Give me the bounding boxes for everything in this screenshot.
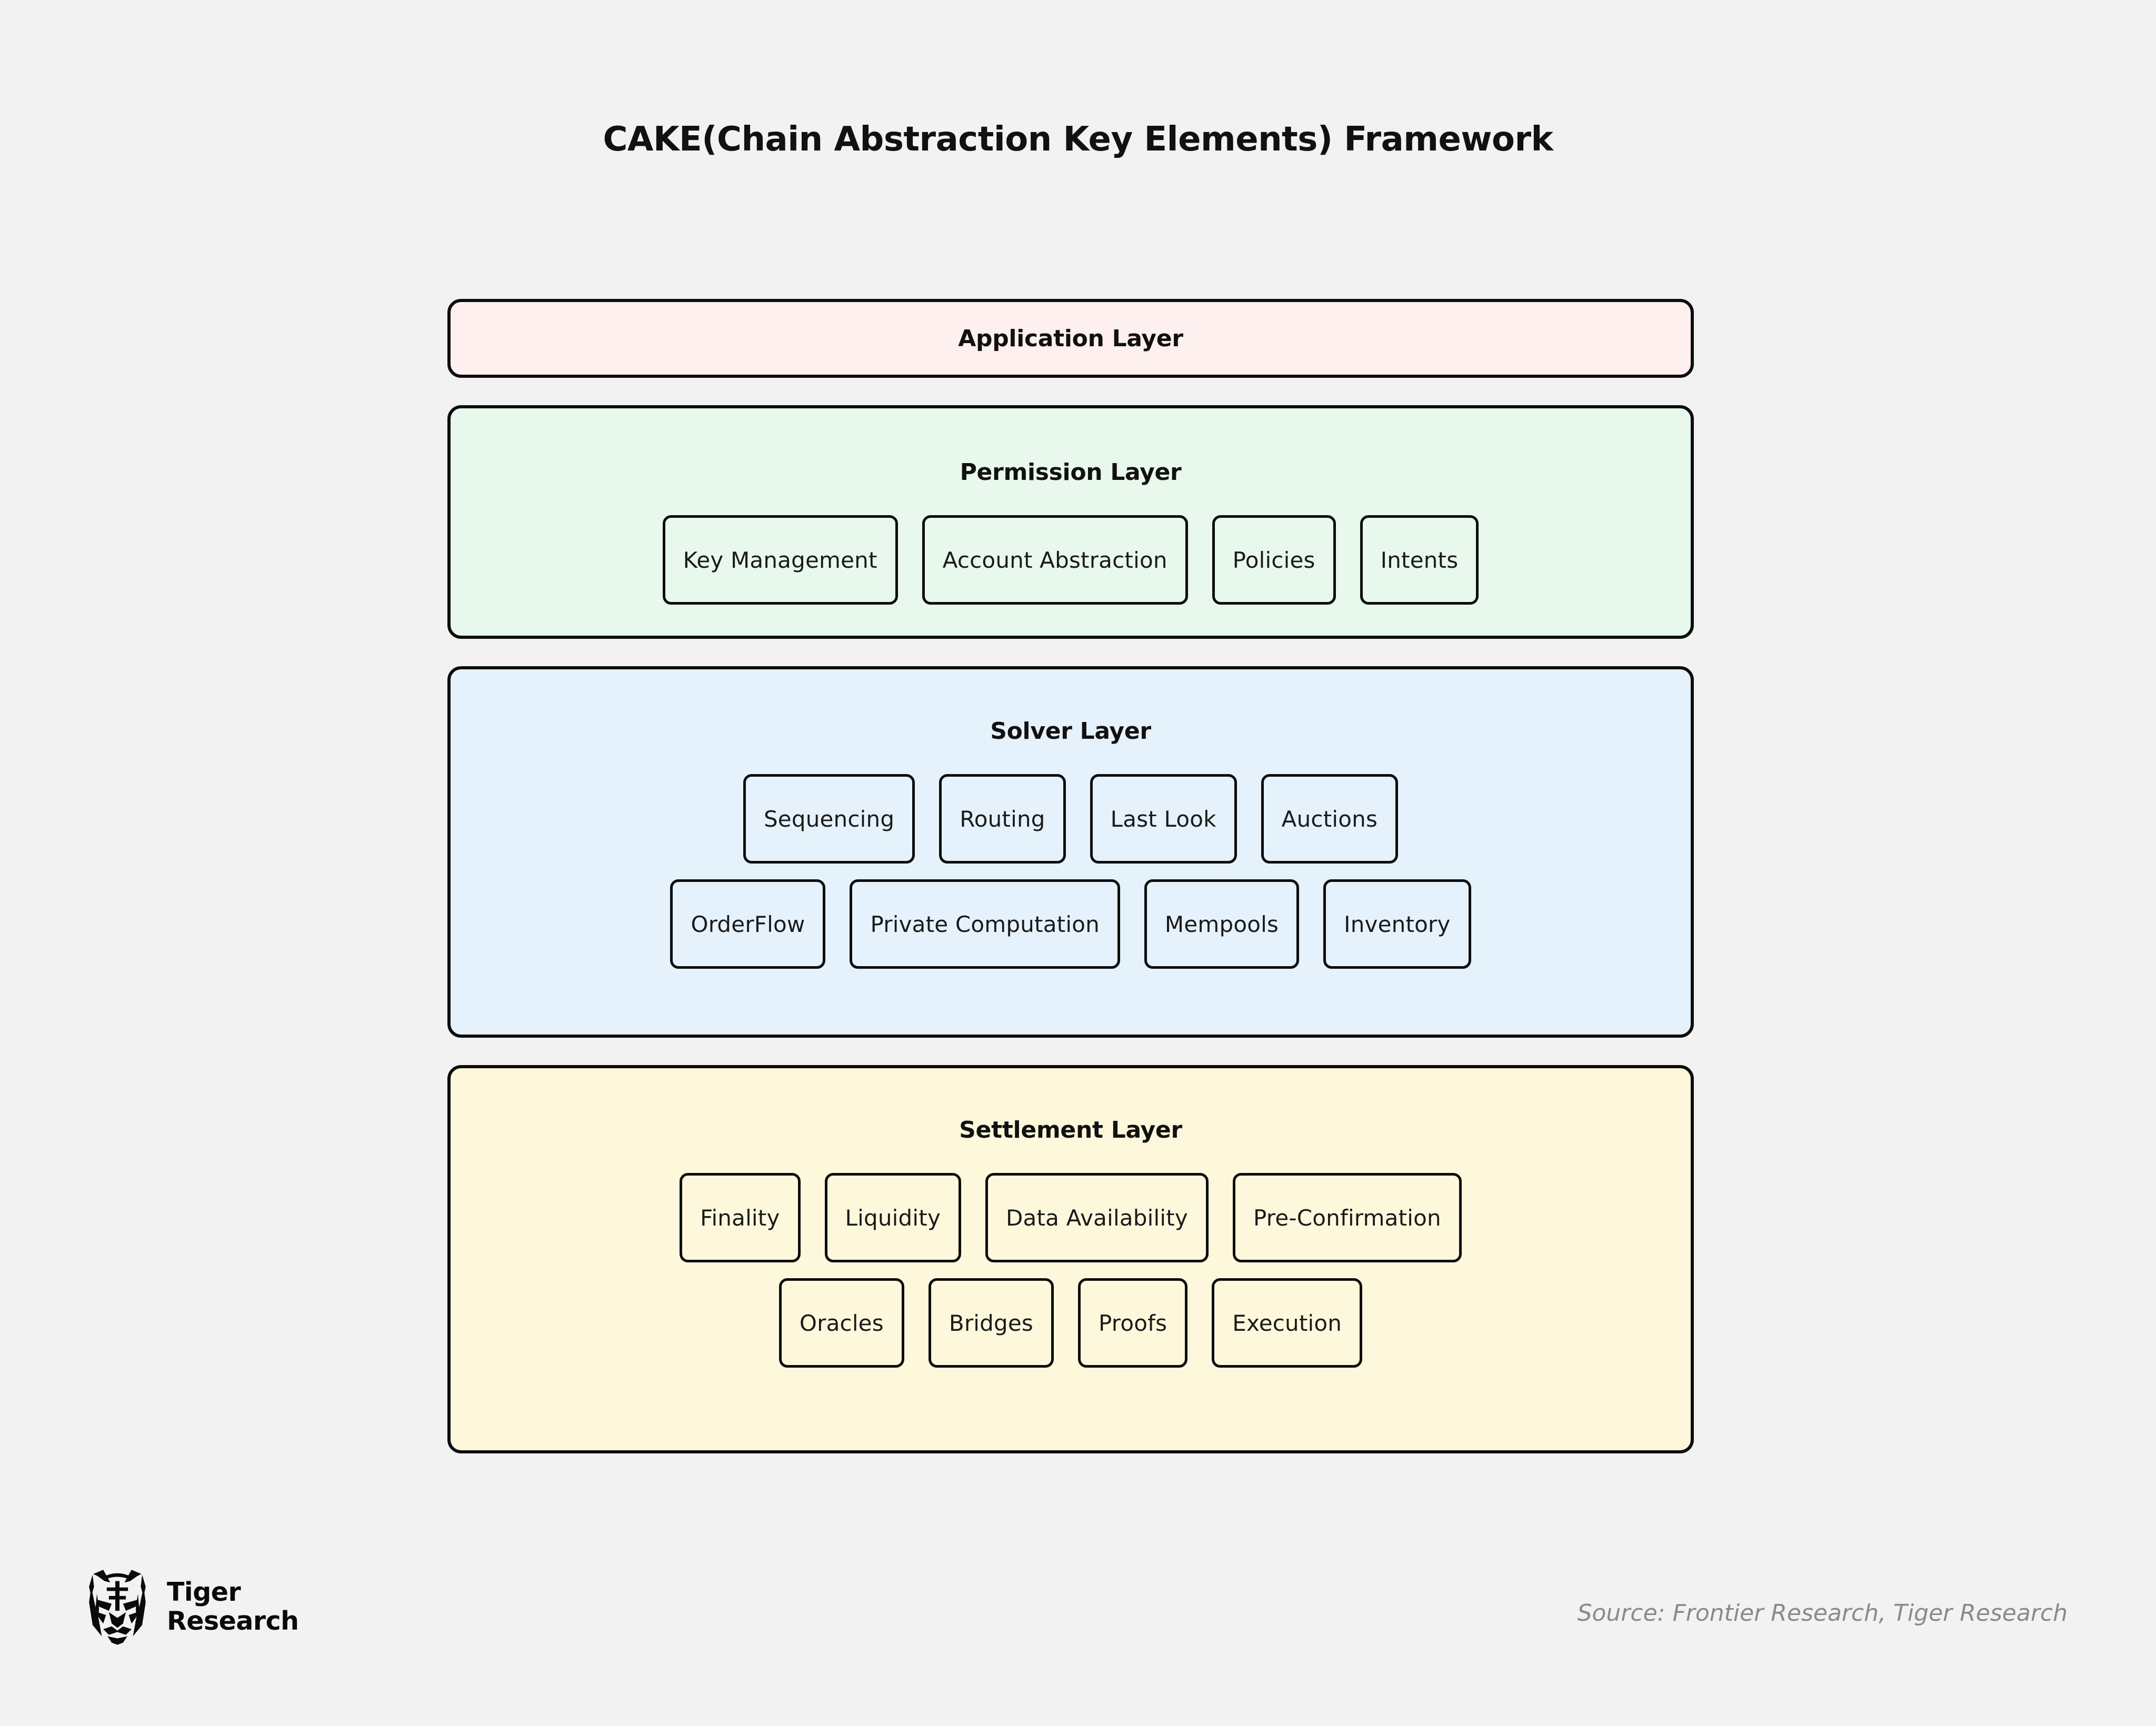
component-box[interactable]: Sequencing — [743, 774, 915, 864]
layer-settlement: Settlement Layer Finality Liquidity Data… — [447, 1065, 1694, 1453]
component-box[interactable]: Last Look — [1090, 774, 1237, 864]
component-box[interactable]: Proofs — [1078, 1278, 1188, 1368]
brand-logo: Tiger Research — [82, 1566, 299, 1648]
layer-title-solver: Solver Layer — [990, 718, 1151, 745]
component-box[interactable]: Inventory — [1323, 879, 1471, 969]
layer-title-application: Application Layer — [958, 325, 1183, 352]
component-box[interactable]: Intents — [1360, 515, 1479, 605]
component-box[interactable]: Execution — [1212, 1278, 1363, 1368]
source-attribution: Source: Frontier Research, Tiger Researc… — [1577, 1600, 2068, 1627]
layer-application: Application Layer — [447, 299, 1694, 378]
component-box[interactable]: Mempools — [1144, 879, 1300, 969]
component-row: OrderFlow Private Computation Mempools I… — [451, 879, 1691, 969]
component-box[interactable]: Account Abstraction — [922, 515, 1188, 605]
tiger-head-icon — [89, 1570, 146, 1645]
component-box[interactable]: Data Availability — [985, 1173, 1209, 1262]
logo-line-1: Tiger — [167, 1577, 241, 1607]
component-box[interactable]: Policies — [1212, 515, 1336, 605]
component-box[interactable]: Key Management — [662, 515, 898, 605]
component-box[interactable]: Finality — [680, 1173, 801, 1262]
component-row: Sequencing Routing Last Look Auctions — [451, 774, 1691, 864]
logo-line-2: Research — [167, 1606, 299, 1636]
layer-title-permission: Permission Layer — [960, 459, 1182, 486]
component-box[interactable]: Oracles — [778, 1278, 904, 1368]
component-box[interactable]: Private Computation — [850, 879, 1120, 969]
component-row: Oracles Bridges Proofs Execution — [451, 1278, 1691, 1368]
component-box[interactable]: Auctions — [1261, 774, 1399, 864]
component-box[interactable]: Bridges — [928, 1278, 1054, 1368]
layer-title-settlement: Settlement Layer — [959, 1117, 1182, 1143]
logo-wordmark: Tiger Research — [167, 1577, 299, 1636]
component-row: Key Management Account Abstraction Polic… — [451, 515, 1691, 605]
component-box[interactable]: OrderFlow — [670, 879, 826, 969]
page-title: CAKE(Chain Abstraction Key Elements) Fra… — [603, 120, 1553, 159]
component-row: Finality Liquidity Data Availability Pre… — [451, 1173, 1691, 1262]
component-box[interactable]: Liquidity — [824, 1173, 962, 1262]
layer-solver: Solver Layer Sequencing Routing Last Loo… — [447, 666, 1694, 1038]
framework-layer-stack: Application Layer Permission Layer Key M… — [447, 299, 1694, 1481]
component-box[interactable]: Routing — [939, 774, 1066, 864]
component-box[interactable]: Pre-Confirmation — [1232, 1173, 1462, 1262]
layer-permission: Permission Layer Key Management Account … — [447, 405, 1694, 639]
